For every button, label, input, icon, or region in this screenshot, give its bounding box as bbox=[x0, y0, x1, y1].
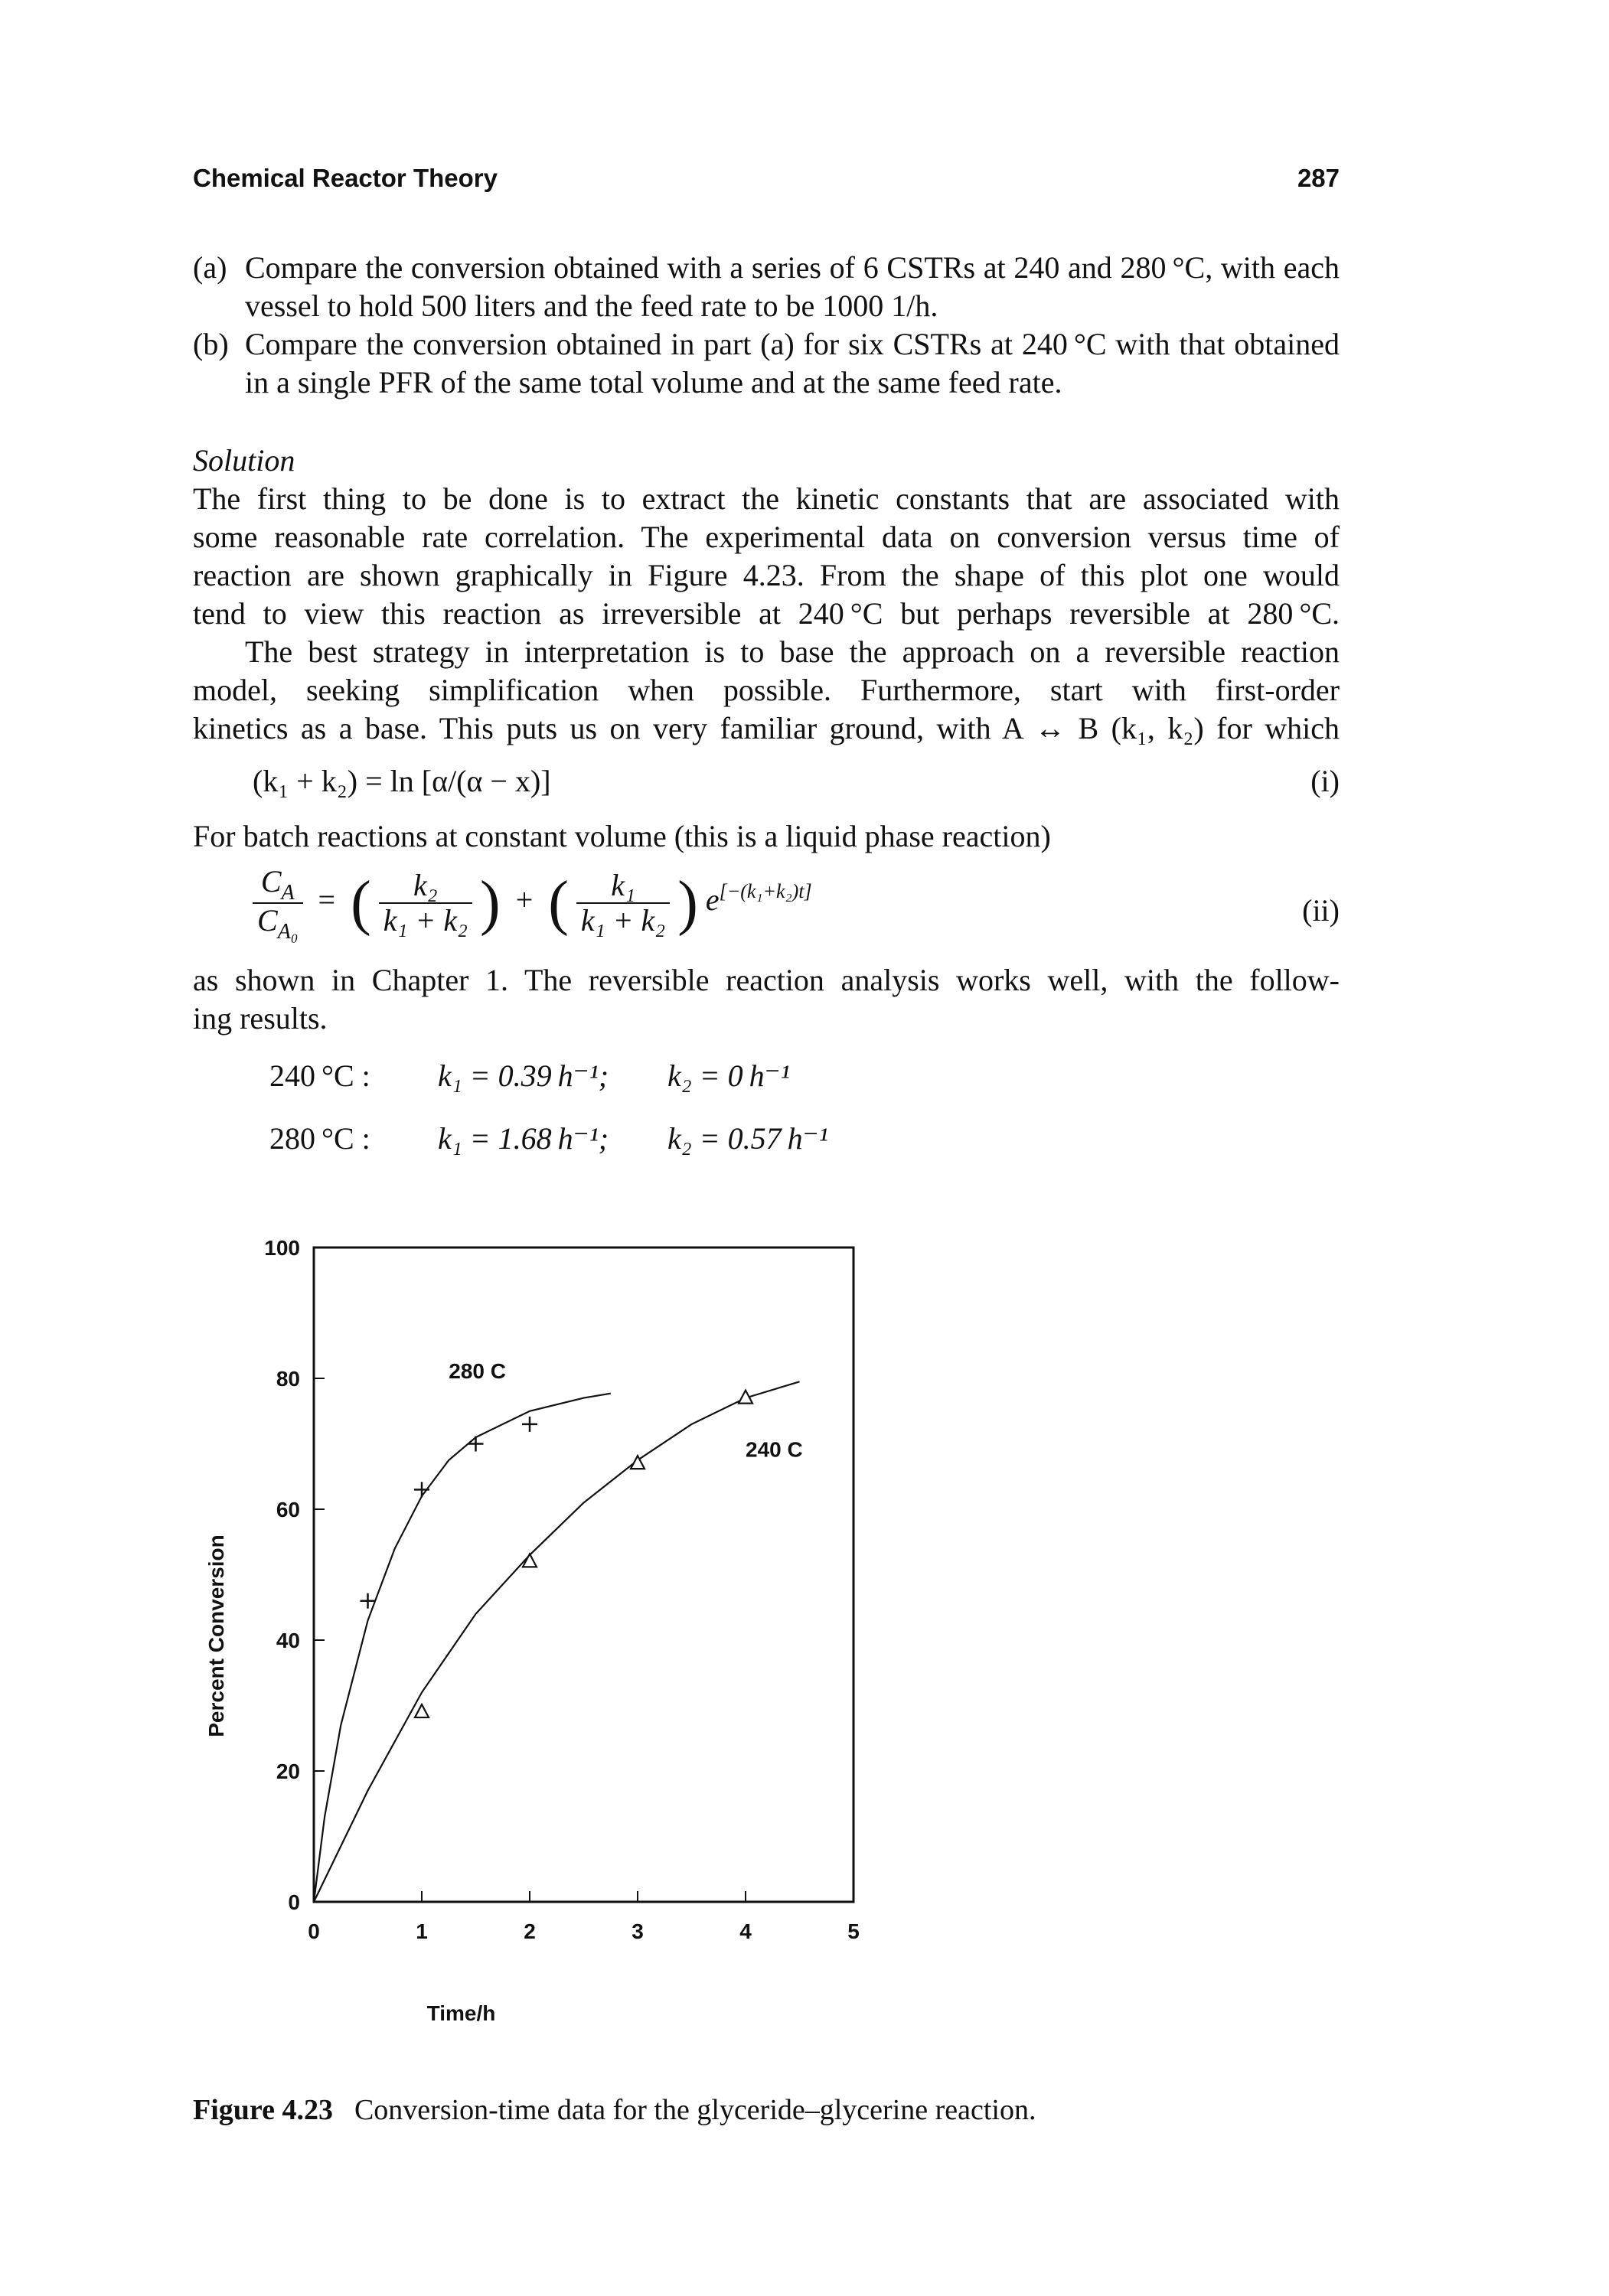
data-point-plus bbox=[468, 1436, 484, 1452]
series-label: 280 C bbox=[449, 1359, 506, 1383]
data-point-triangle bbox=[629, 1453, 646, 1470]
problem-part-a: (a) Compare the conversion obtained with… bbox=[193, 249, 1340, 325]
series-label: 240 C bbox=[746, 1438, 803, 1462]
result-k1: k₁ = 0.39 h⁻¹; bbox=[438, 1058, 609, 1093]
k1-fraction: k₁ k₁ + k₂ bbox=[576, 869, 671, 938]
series-curve bbox=[313, 1381, 800, 1903]
x-tick-label: 1 bbox=[416, 1919, 428, 1943]
data-point-plus bbox=[360, 1593, 376, 1609]
paragraph-line: tend to view this reaction as irreversib… bbox=[193, 596, 1340, 631]
y-tick-label: 100 bbox=[264, 1236, 300, 1260]
y-tick-label: 80 bbox=[276, 1367, 300, 1391]
paragraph-line: The best strategy in interpretation is t… bbox=[245, 634, 1340, 669]
figure-caption: Figure 4.23 Conversion-time data for the … bbox=[193, 2093, 1036, 2127]
figure-caption-text: Conversion-time data for the glyceride–g… bbox=[354, 2094, 1036, 2126]
x-axis-label: Time/h bbox=[427, 2001, 496, 2025]
equation-tag: (ii) bbox=[1302, 893, 1340, 928]
y-tick-label: 0 bbox=[288, 1890, 300, 1914]
data-point-plus bbox=[414, 1482, 429, 1498]
y-tick-label: 40 bbox=[276, 1629, 300, 1652]
y-tick-label: 60 bbox=[276, 1498, 300, 1521]
page-number: 287 bbox=[1297, 164, 1340, 192]
equation-ii-body: CA CA₀ = ( k₂ k₁ + k₂ ) + ( k₁ k₁ + k₂ )… bbox=[253, 865, 812, 944]
part-text: Compare the conversion obtained with a s… bbox=[245, 250, 1340, 323]
series-curve bbox=[312, 1392, 611, 1903]
equation-i-body: (k₁ + k₂) = ln [α/(α − x)] bbox=[253, 764, 551, 798]
result-k2: k₂ = 0.57 h⁻¹ bbox=[667, 1121, 828, 1156]
equation-i: (k₁ + k₂) = ln [α/(α − x)] (i) bbox=[253, 763, 1340, 804]
ca-ratio-fraction: CA CA₀ bbox=[253, 865, 303, 944]
y-tick-label: 20 bbox=[276, 1760, 300, 1783]
result-k2: k₂ = 0 h⁻¹ bbox=[667, 1058, 790, 1093]
part-text: Compare the conversion obtained in part … bbox=[245, 327, 1340, 400]
batch-intro: For batch reactions at constant volume (… bbox=[193, 819, 1051, 853]
equation-ii: CA CA₀ = ( k₂ k₁ + k₂ ) + ( k₁ k₁ + k₂ )… bbox=[253, 865, 1340, 957]
paragraph-line: model, seeking simplification when possi… bbox=[193, 673, 1340, 707]
part-marker: (b) bbox=[193, 327, 229, 361]
k2-fraction: k₂ k₁ + k₂ bbox=[378, 869, 473, 938]
paragraph-line: kinetics as a base. This puts us on very… bbox=[193, 711, 1340, 745]
data-point-triangle bbox=[521, 1552, 538, 1568]
x-tick-label: 0 bbox=[308, 1919, 320, 1943]
part-marker: (a) bbox=[193, 250, 227, 285]
result-temp: 280 °C : bbox=[269, 1121, 370, 1156]
result-k1: k₁ = 1.68 h⁻¹; bbox=[438, 1121, 609, 1156]
figure-label: Figure 4.23 bbox=[193, 2094, 333, 2126]
x-tick-label: 5 bbox=[847, 1919, 860, 1943]
data-point-plus bbox=[522, 1416, 537, 1432]
y-axis-label: Percent Conversion bbox=[204, 1534, 228, 1737]
x-tick-label: 3 bbox=[632, 1919, 644, 1943]
paragraph-line: reaction are shown graphically in Figure… bbox=[193, 558, 1340, 592]
problem-part-b: (b) Compare the conversion obtained in p… bbox=[193, 325, 1340, 402]
paragraph-2: The best strategy in interpretation is t… bbox=[193, 633, 1340, 748]
paragraph-3: as shown in Chapter 1. The reversible re… bbox=[193, 961, 1340, 1038]
plot-frame bbox=[312, 1246, 855, 1903]
running-head-title: Chemical Reactor Theory bbox=[193, 164, 498, 192]
running-head: Chemical Reactor Theory 287 bbox=[193, 164, 1340, 202]
x-tick-label: 4 bbox=[739, 1919, 752, 1943]
data-point-triangle bbox=[737, 1388, 754, 1404]
paragraph-line: as shown in Chapter 1. The reversible re… bbox=[193, 963, 1340, 997]
x-tick-label: 2 bbox=[524, 1919, 536, 1943]
paragraph-1: The first thing to be done is to extract… bbox=[193, 480, 1340, 633]
paragraph-line: some reasonable rate correlation. The ex… bbox=[193, 520, 1340, 554]
result-temp: 240 °C : bbox=[269, 1058, 370, 1093]
exponent: [−(k₁+k₂)t] bbox=[719, 880, 812, 903]
paragraph-line: The first thing to be done is to extract… bbox=[193, 481, 1340, 516]
equation-tag: (i) bbox=[1310, 764, 1340, 798]
data-point-triangle bbox=[413, 1702, 430, 1719]
paragraph-line: ing results. bbox=[193, 1001, 328, 1035]
solution-heading: Solution bbox=[193, 443, 295, 478]
